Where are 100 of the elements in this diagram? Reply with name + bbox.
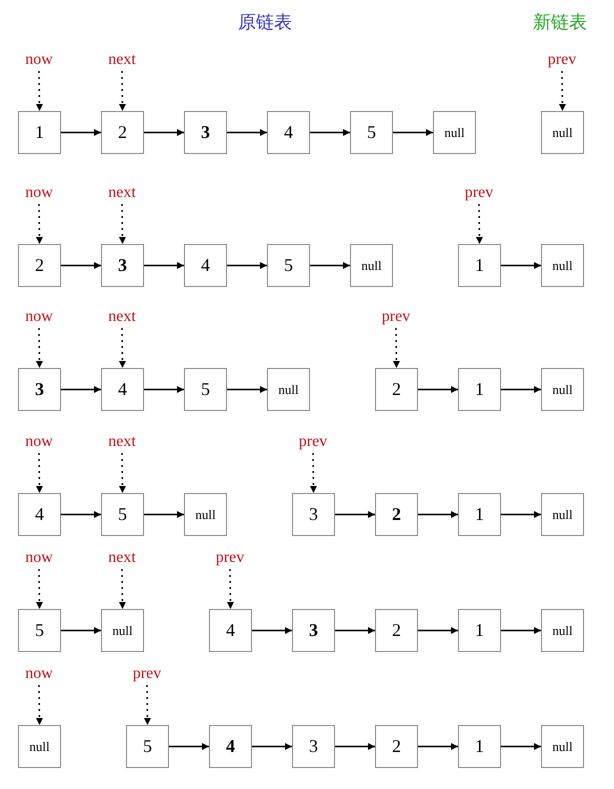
- arrow: [418, 386, 458, 393]
- list-node-box: null: [541, 111, 584, 154]
- arrow: [501, 743, 541, 750]
- pointer-label: prev: [132, 666, 162, 682]
- list-node-box: 4: [267, 111, 310, 154]
- pointer-arrow: [36, 684, 43, 726]
- pointer-arrow: [36, 452, 43, 494]
- pointer-label: now: [25, 309, 53, 325]
- arrow: [61, 262, 101, 269]
- arrow: [501, 262, 541, 269]
- list-node-box: 5: [126, 725, 169, 768]
- list-node-box: null: [433, 111, 476, 154]
- list-node-box: 3: [101, 244, 144, 287]
- list-node-box: null: [541, 493, 584, 536]
- arrow: [310, 262, 350, 269]
- list-node-box: null: [18, 725, 61, 768]
- list-node-box: 1: [458, 244, 501, 287]
- pointer-label: now: [25, 434, 53, 450]
- arrow: [252, 627, 292, 634]
- arrow: [144, 386, 184, 393]
- pointer-arrow: [118, 328, 126, 368]
- list-node-box: 2: [375, 609, 418, 652]
- arrow: [144, 129, 184, 136]
- pointer-arrow: [310, 452, 317, 494]
- list-node-box: 5: [184, 368, 227, 411]
- arrow: [501, 511, 541, 518]
- pointer-label: prev: [548, 52, 576, 68]
- list-node-box: null: [184, 493, 227, 536]
- arrow: [169, 743, 209, 750]
- list-node-box: null: [350, 244, 393, 287]
- list-node-box: 4: [18, 493, 61, 536]
- list-node-box: null: [541, 609, 584, 652]
- list-node-box: 5: [101, 493, 144, 536]
- pointer-label: next: [108, 52, 136, 68]
- pointer-label: prev: [216, 550, 244, 566]
- pointer-label: prev: [298, 434, 328, 450]
- arrow: [418, 743, 458, 750]
- list-node-box: 1: [458, 725, 501, 768]
- list-node-box: null: [541, 725, 584, 768]
- pointer-label: now: [25, 185, 53, 201]
- arrow: [335, 511, 375, 518]
- arrow: [252, 743, 292, 750]
- pointer-label: next: [108, 550, 136, 566]
- arrow: [335, 627, 375, 634]
- arrow: [144, 511, 184, 518]
- list-node-box: 1: [458, 493, 501, 536]
- list-node-box: 2: [375, 368, 418, 411]
- arrow: [144, 262, 184, 269]
- pointer-arrow: [118, 568, 126, 610]
- list-node-box: 2: [18, 244, 61, 287]
- list-node-box: 1: [458, 368, 501, 411]
- list-heading: 新链表: [533, 11, 587, 34]
- arrow: [501, 627, 541, 634]
- arrow: [335, 743, 375, 750]
- pointer-arrow: [36, 204, 43, 244]
- pointer-arrow: [118, 70, 126, 112]
- list-node-box: 4: [209, 725, 252, 768]
- pointer-label: now: [25, 666, 53, 682]
- pointer-arrow: [226, 568, 234, 610]
- pointer-label: now: [25, 550, 53, 566]
- list-node-box: 3: [18, 368, 61, 411]
- list-node-box: null: [541, 244, 584, 287]
- pointer-arrow: [144, 684, 151, 726]
- list-node-box: 4: [209, 609, 252, 652]
- arrow: [227, 129, 267, 136]
- pointer-arrow: [36, 568, 43, 610]
- list-node-box: 4: [101, 368, 144, 411]
- arrow: [61, 627, 101, 634]
- pointer-arrow: [476, 204, 483, 244]
- pointer-arrow: [118, 452, 126, 494]
- arrow: [418, 627, 458, 634]
- pointer-label: now: [25, 52, 53, 68]
- list-node-box: 2: [101, 111, 144, 154]
- list-heading: 原链表: [238, 11, 292, 34]
- pointer-arrow: [118, 204, 126, 244]
- list-node-box: 1: [18, 111, 61, 154]
- arrow: [61, 129, 101, 136]
- list-node-box: 4: [184, 244, 227, 287]
- pointer-label: next: [108, 309, 136, 325]
- pointer-label: prev: [382, 309, 410, 325]
- arrow: [227, 386, 267, 393]
- arrow: [61, 511, 101, 518]
- arrow: [61, 386, 101, 393]
- list-node-box: 5: [350, 111, 393, 154]
- list-node-box: 3: [292, 725, 335, 768]
- pointer-label: next: [108, 434, 136, 450]
- arrow: [310, 129, 350, 136]
- pointer-arrow: [558, 70, 566, 112]
- arrow: [418, 511, 458, 518]
- list-node-box: 5: [18, 609, 61, 652]
- list-node-box: 2: [375, 493, 418, 536]
- pointer-label: next: [108, 185, 136, 201]
- list-node-box: 2: [375, 725, 418, 768]
- list-node-box: 3: [184, 111, 227, 154]
- pointer-arrow: [36, 328, 43, 368]
- list-node-box: 1: [458, 609, 501, 652]
- list-node-box: 3: [292, 493, 335, 536]
- list-node-box: null: [541, 368, 584, 411]
- arrow: [227, 262, 267, 269]
- arrow: [393, 129, 433, 136]
